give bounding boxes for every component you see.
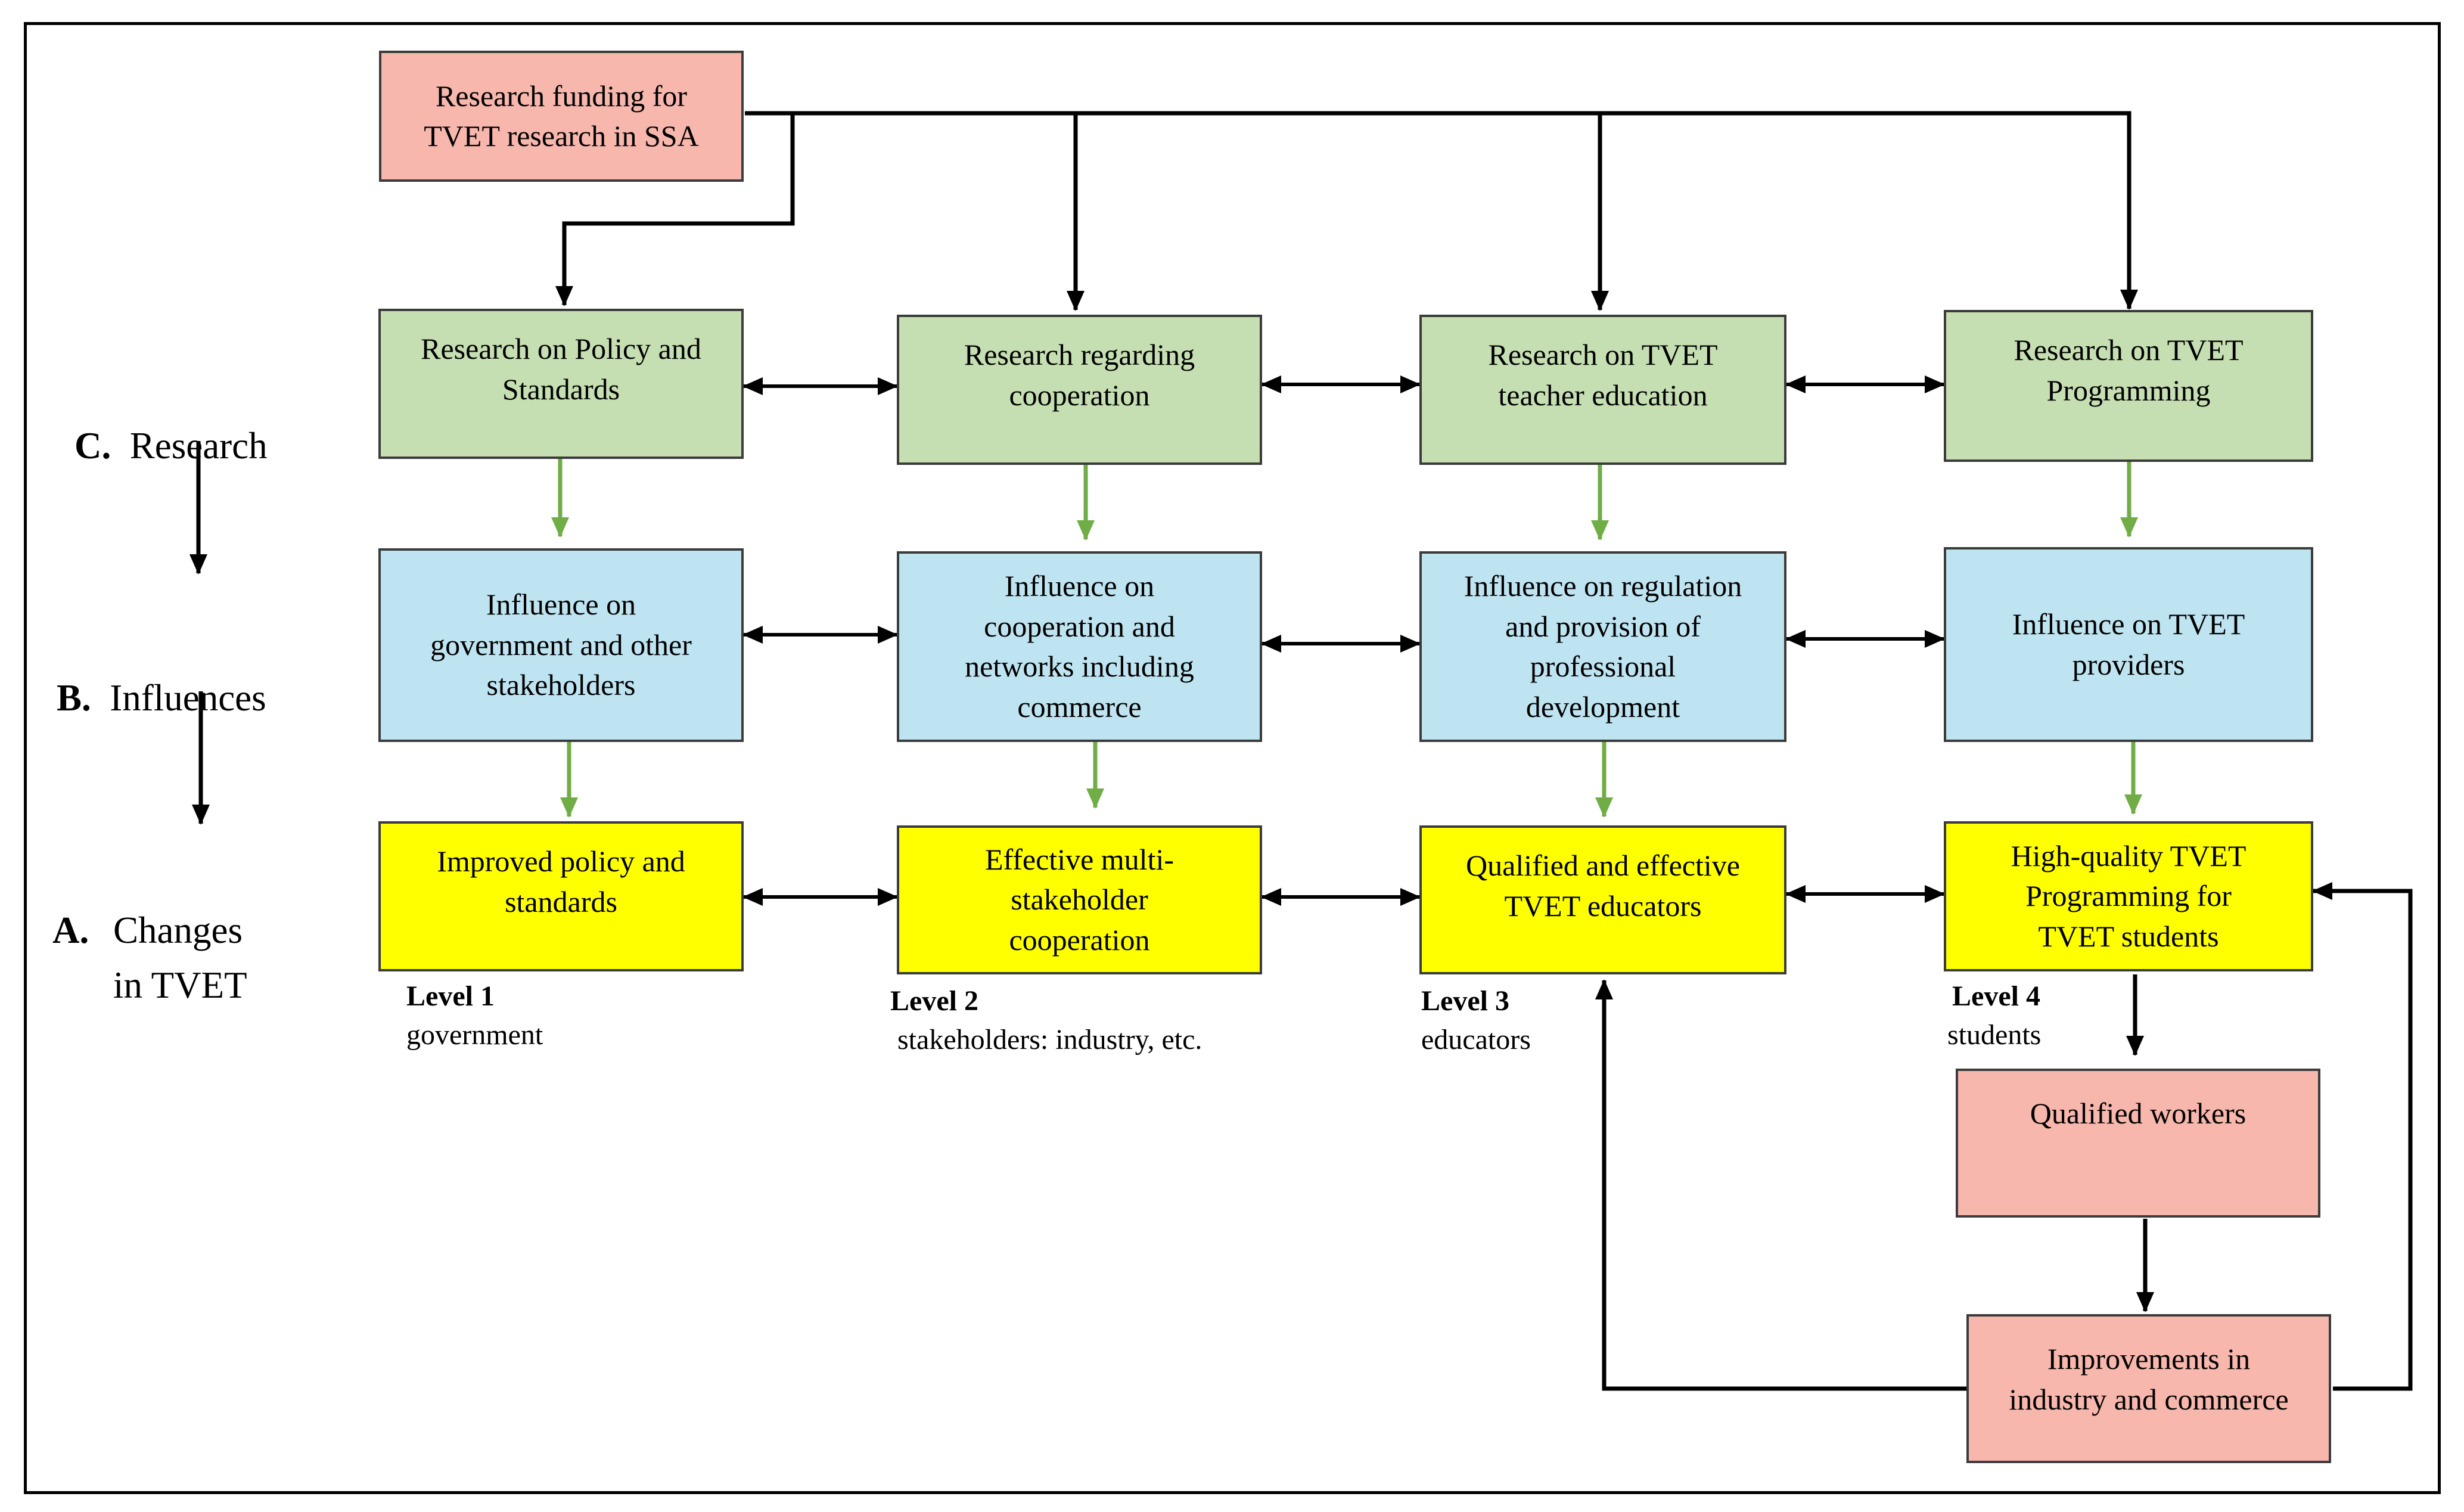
row-flow-arrows: [189, 441, 210, 825]
level-title: Level 4: [1952, 980, 2040, 1012]
funding-box: Research funding for TVET research in SS…: [379, 51, 744, 182]
green-flow-arrows: [551, 459, 2142, 818]
outcome-connectors: [1595, 882, 2413, 1391]
research-box-teacher-education: Research on TVET teacher education: [1419, 315, 1786, 465]
influence-box-text: Influence on government and other stakeh…: [430, 588, 692, 702]
change-box-programming: High-quality TVET Programming for TVET s…: [1944, 821, 2313, 971]
improvements-to-programming-arrow: [2312, 882, 2413, 1391]
influence-box-regulation: Influence on regulation and provision of…: [1419, 551, 1786, 742]
funding-to-research-policy-arrow: [555, 113, 795, 306]
funding-connectors: [555, 111, 2138, 311]
influence-box-text: Influence on TVET providers: [2012, 607, 2245, 681]
row-label-influences: B. Influences: [57, 617, 266, 726]
funding-box-text: Research funding for TVET research in SS…: [424, 79, 699, 153]
change-box-cooperation: Effective multi- stakeholder cooperation: [897, 825, 1262, 974]
horizontal-links: [742, 375, 1945, 906]
change-box-text: Qualified and effective TVET educators: [1466, 849, 1740, 923]
level-desc: educators: [1421, 1023, 1531, 1055]
influence-box-text: Influence on regulation and provision of…: [1464, 569, 1742, 724]
research-box-text: Research on Policy and Standards: [421, 332, 701, 406]
qualified-workers-text: Qualified workers: [2030, 1097, 2247, 1130]
level-desc: stakeholders: industry, etc.: [897, 1023, 1203, 1055]
level-desc: students: [1947, 1019, 2042, 1051]
influence-box-cooperation: Influence on cooperation and networks in…: [897, 551, 1262, 742]
funding-trunk-line: [745, 111, 2138, 310]
row-letter: C.: [74, 425, 111, 467]
research-box-programming: Research on TVET Programming: [1944, 310, 2313, 462]
level-label-3: Level 3 educators: [1421, 982, 1531, 1060]
row-text: Changes in TVET: [113, 909, 247, 1006]
research-box-text: Research on TVET teacher education: [1488, 338, 1718, 412]
row-letter: A.: [52, 909, 89, 952]
level-title: Level 3: [1421, 985, 1509, 1017]
change-box-text: Effective multi- stakeholder cooperation: [984, 842, 1174, 957]
influence-box-providers: Influence on TVET providers: [1944, 547, 2313, 742]
row-label-research: C. Research: [74, 365, 268, 474]
change-box-text: Improved policy and standards: [437, 845, 685, 918]
improvements-to-educators-arrow: [1595, 979, 1969, 1391]
level-label-4: Level 4 students: [1947, 977, 2041, 1055]
level-label-2: Level 2 stakeholders: industry, etc.: [890, 982, 1202, 1060]
row-text: Research: [129, 425, 268, 467]
level-title: Level 2: [890, 985, 978, 1017]
level-label-1: Level 1 government: [406, 977, 543, 1055]
research-box-cooperation: Research regarding cooperation: [897, 315, 1262, 465]
research-box-text: Research regarding cooperation: [964, 338, 1195, 412]
influence-box-text: Influence on cooperation and networks in…: [965, 569, 1194, 724]
row-label-changes: A.: [52, 849, 89, 958]
level-desc: government: [406, 1019, 543, 1051]
level-title: Level 1: [406, 980, 495, 1012]
influence-box-government: Influence on government and other stakeh…: [378, 548, 744, 742]
change-box-educators: Qualified and effective TVET educators: [1419, 825, 1786, 974]
research-box-policy: Research on Policy and Standards: [378, 309, 744, 459]
row-text: Influences: [110, 677, 266, 719]
row-label-changes-text: Changes in TVET: [113, 849, 247, 1013]
change-box-text: High-quality TVET Programming for TVET s…: [2011, 839, 2247, 953]
qualified-workers-box: Qualified workers: [1956, 1069, 2320, 1218]
improvements-box: Improvements in industry and commerce: [1966, 1314, 2331, 1463]
change-box-policy: Improved policy and standards: [378, 821, 744, 971]
diagram-frame: [24, 22, 2441, 1494]
improvements-text: Improvements in industry and commerce: [2009, 1342, 2289, 1416]
research-box-text: Research on TVET Programming: [2014, 333, 2244, 407]
row-letter: B.: [57, 677, 91, 719]
